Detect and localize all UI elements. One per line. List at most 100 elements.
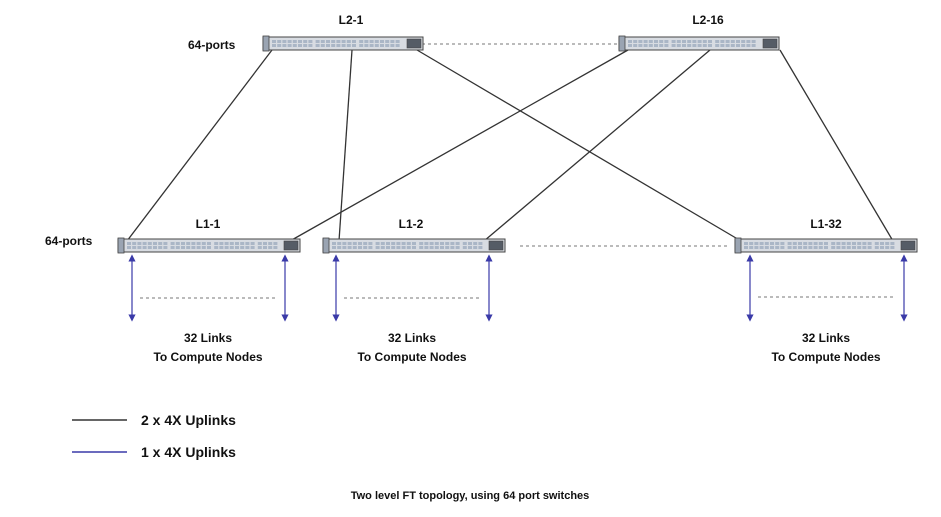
switch-port (440, 242, 444, 245)
switch-port (170, 242, 175, 245)
switch-l1-32 (734, 237, 918, 254)
uplink-l2-16-to-l1-1 (289, 49, 629, 242)
switch-port (191, 242, 196, 245)
switch-port (746, 40, 751, 43)
switch-port (638, 44, 643, 47)
switch-port (808, 246, 813, 249)
switch-port (462, 246, 467, 249)
switch-port (396, 246, 401, 249)
switch-port (127, 246, 131, 249)
switch-port (245, 242, 250, 245)
switch-port (424, 242, 429, 245)
switch-port (633, 40, 638, 43)
switch-port (364, 40, 369, 43)
switch-left-bracket (618, 35, 626, 52)
switch-port (263, 242, 267, 245)
switch-port (749, 242, 754, 245)
switch-port (235, 242, 239, 245)
switch-port (676, 40, 681, 43)
switch-port (385, 44, 390, 47)
switch-port (730, 40, 735, 43)
switch-port (292, 40, 297, 43)
switch-port (250, 242, 255, 245)
switch-port (287, 40, 292, 43)
switch-port (303, 40, 308, 43)
switch-port (780, 246, 785, 249)
switch-port (326, 40, 330, 43)
uplink-l2-16-to-l1-32 (779, 49, 894, 242)
switch-port (671, 44, 676, 47)
switch-port (473, 246, 478, 249)
switch-port (874, 242, 879, 245)
switch-port (890, 242, 895, 245)
switch-port (841, 242, 846, 245)
switch-port (659, 44, 664, 47)
switch-port (380, 246, 385, 249)
switch-port (163, 246, 168, 249)
switch-port (419, 242, 424, 245)
switch-port (803, 242, 808, 245)
switch-port (201, 242, 206, 245)
switch-port (201, 246, 206, 249)
legend-label-1x: 1 x 4X Uplinks (141, 444, 236, 460)
switch-port (277, 40, 282, 43)
switch-port (127, 242, 131, 245)
switch-port (836, 242, 841, 245)
switch-port (412, 242, 416, 245)
switch-port (273, 246, 278, 249)
switch-port (424, 246, 429, 249)
switch-port (224, 246, 229, 249)
switch-port (751, 44, 756, 47)
switch-port (272, 40, 276, 43)
switch-port (181, 246, 185, 249)
switch-port (273, 242, 278, 245)
switch-port (682, 40, 686, 43)
switch-port (664, 44, 669, 47)
switch-port (331, 44, 336, 47)
switch-port (702, 44, 707, 47)
switch-port (787, 242, 792, 245)
switch-port (207, 242, 211, 245)
switch-port (808, 242, 813, 245)
switch-port (196, 242, 201, 245)
switch-port (798, 246, 802, 249)
diagram-caption: Two level FT topology, using 64 port swi… (351, 490, 590, 502)
switch-port (708, 40, 712, 43)
switch-port (692, 44, 697, 47)
switch-port (754, 242, 759, 245)
switch-port (715, 44, 720, 47)
switch-chassis (322, 238, 506, 253)
switch-port (862, 242, 867, 245)
switch-port (787, 246, 792, 249)
switch-port (803, 246, 808, 249)
switch-port (780, 242, 785, 245)
switch-port (867, 246, 872, 249)
switch-port (412, 246, 416, 249)
switch-port (880, 242, 884, 245)
switch-port (363, 242, 368, 245)
switch-port (792, 246, 797, 249)
switch-port (352, 44, 356, 47)
uplink-l2-1-to-l1-32 (416, 49, 742, 242)
switch-port (375, 246, 380, 249)
switch-port (240, 246, 245, 249)
switch-port (741, 40, 746, 43)
switch-port (336, 44, 341, 47)
switch-port (818, 246, 823, 249)
switch-port (142, 246, 147, 249)
l1-32-links-count: 32 Links (802, 331, 850, 345)
uplink-l2-16-to-l1-2 (483, 49, 711, 242)
switch-port (759, 246, 764, 249)
switch-chassis (117, 238, 301, 253)
switch-port (654, 44, 658, 47)
switch-port (846, 242, 851, 245)
switch-port (697, 40, 702, 43)
switch-port (137, 242, 142, 245)
switch-left-bracket (117, 237, 125, 254)
switch-port (824, 242, 828, 245)
switch-port (857, 242, 862, 245)
switch-port (219, 242, 224, 245)
switch-port (369, 44, 374, 47)
switch-port (395, 44, 400, 47)
switch-port (434, 246, 439, 249)
